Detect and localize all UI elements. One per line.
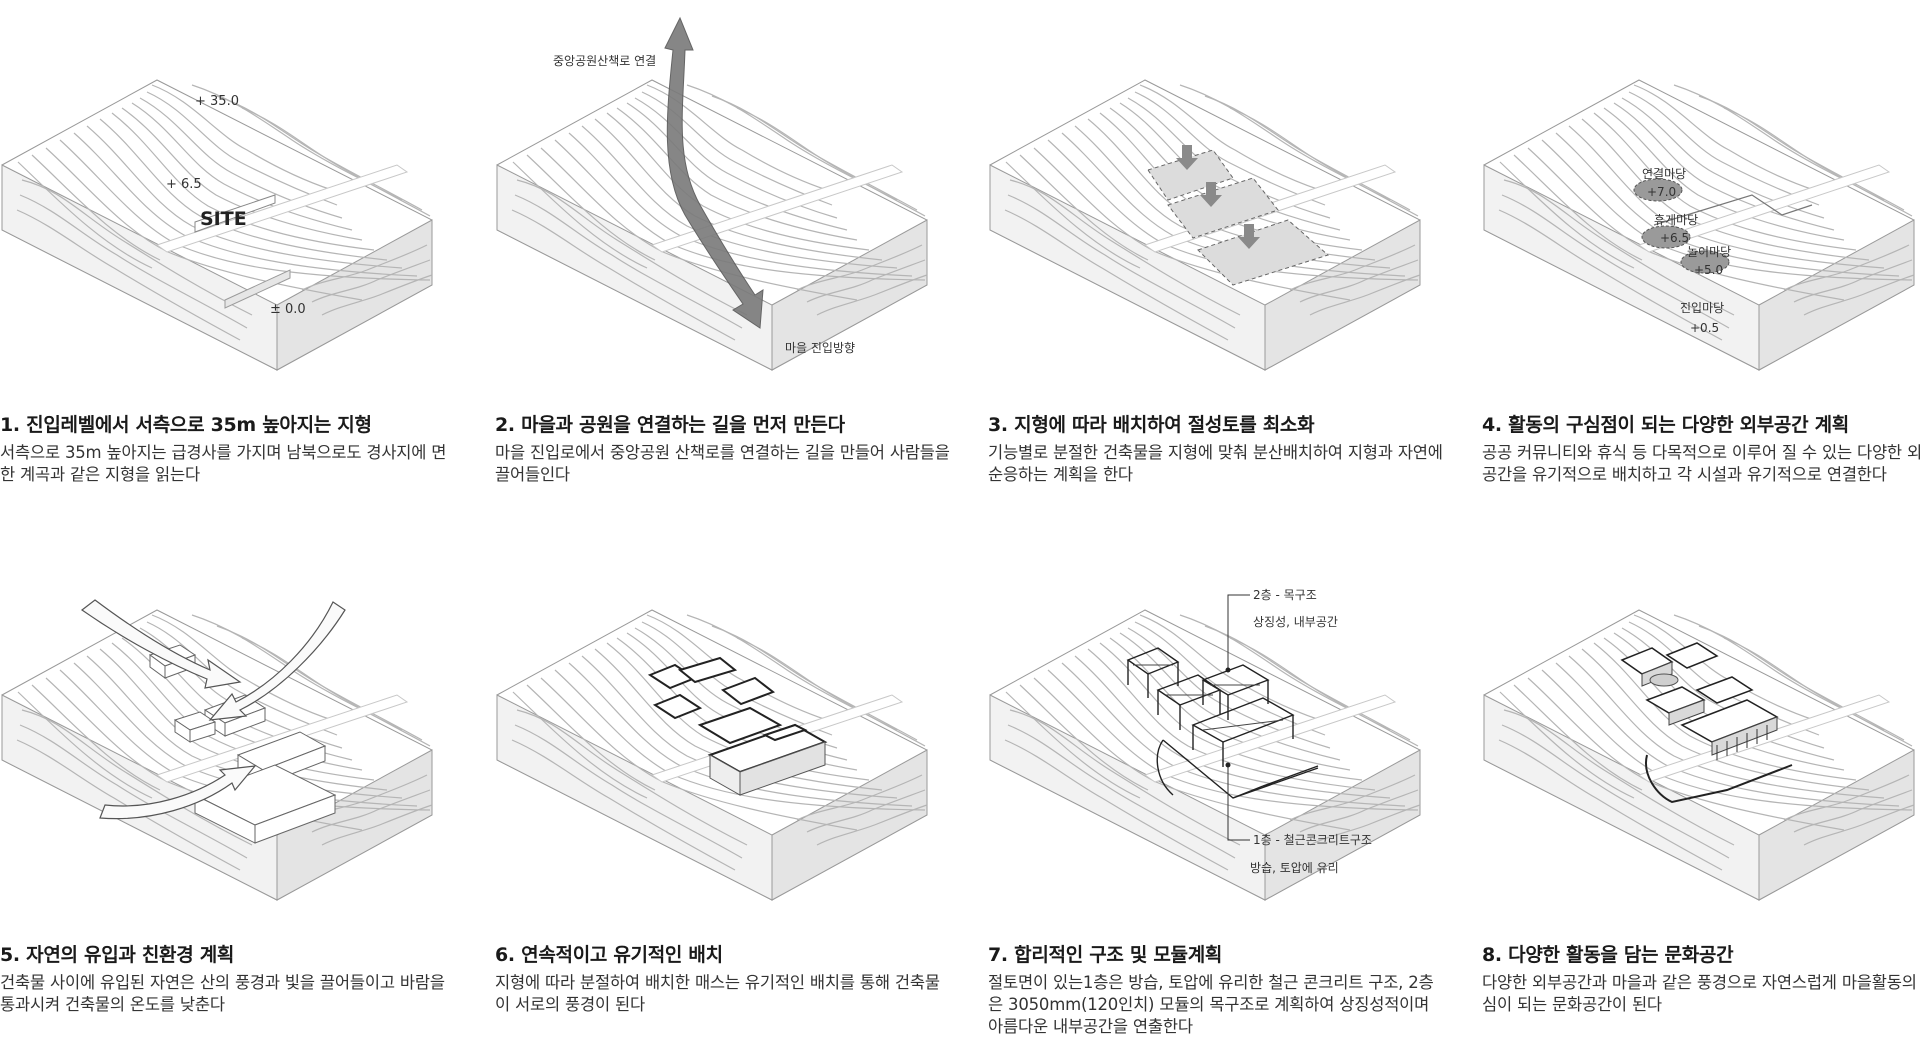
elevation-label-mid: + 6.5 (166, 177, 202, 192)
courtyard-d-elevation: +0.5 (1690, 321, 1719, 335)
lower-structure-note: 방습, 토압에 유리 (1250, 861, 1339, 875)
panel-description: 다양한 외부공간과 마을과 같은 풍경으로 자연스럽게 마을활동의 중심이 되는… (1482, 973, 1920, 1014)
courtyard-diagram: 연결마당 +7.0 휴게마당 +6.5 놀이마당 +5.0 진입마당 +0.5 (1483, 79, 1915, 371)
path-label-top: 중앙공원산책로 연결 (553, 53, 656, 68)
diagram-panel-4: 연결마당 +7.0 휴게마당 +6.5 놀이마당 +5.0 진입마당 +0.5 … (1482, 10, 1920, 530)
courtyard-c-elevation: +5.0 (1694, 263, 1723, 277)
panel-description: 마을 진입로에서 중앙공원 산책로를 연결하는 길을 만들어 사람들을 끌어들인… (495, 443, 950, 484)
panel-description: 건축물 사이에 유입된 자연은 산의 풍경과 빛을 끌어들이고 바람을 통과시켜… (0, 973, 445, 1014)
structure-diagram: 2층 - 목구조 상징성, 내부공간 1층 - 철근콘크리트구조 방습, 토압에… (989, 588, 1421, 901)
panel-description: 기능별로 분절한 건축물을 지형에 맞춰 분산배치하여 지형과 자연에 순응하는… (988, 443, 1443, 484)
courtyard-d-name: 진입마당 (1680, 301, 1724, 315)
upper-structure-note: 상징성, 내부공간 (1253, 615, 1338, 629)
panel-title: 1. 진입레벨에서 서측으로 35m 높아지는 지형 (0, 414, 372, 436)
panel-description: 서측으로 35m 높아지는 급경사를 가지며 남북으로도 경사지에 면한 계곡과… (0, 443, 447, 484)
elevation-label-high: + 35.0 (195, 94, 239, 109)
panel-title: 3. 지형에 따라 배치하여 절성토를 최소화 (988, 414, 1315, 436)
cultural-space-diagram (1483, 609, 1915, 901)
nature-flow-diagram (1, 599, 433, 901)
courtyard-b-elevation: +6.5 (1660, 231, 1689, 245)
diagram-panel-2: 중앙공원산책로 연결 마을 진입방향 2. 마을과 공원을 연결하는 길을 먼저… (495, 10, 965, 530)
diagram-panel-1: + 35.0 + 6.5 SITE ± 0.0 1. 진입레벨에서 서측으로 3… (0, 10, 470, 530)
panel-title: 8. 다양한 활동을 담는 문화공간 (1482, 944, 1734, 966)
diagram-panel-5: 5. 자연의 유입과 친환경 계획 건축물 사이에 유입된 자연은 산의 풍경과… (0, 540, 470, 1060)
diagram-panel-8: 8. 다양한 활동을 담는 문화공간 다양한 외부공간과 마을과 같은 풍경으로… (1482, 540, 1920, 1060)
panel-title: 6. 연속적이고 유기적인 배치 (495, 944, 723, 966)
terrain-diagram: + 35.0 + 6.5 SITE ± 0.0 (1, 79, 433, 371)
panel-description: 공공 커뮤니티와 휴식 등 다목적으로 이루어 질 수 있는 다양한 외부공간을… (1482, 443, 1920, 484)
site-label: SITE (200, 208, 247, 230)
elevation-label-zero: ± 0.0 (270, 302, 306, 317)
courtyard-a-name: 연결마당 (1642, 167, 1686, 181)
path-arrow-shape (664, 16, 764, 329)
path-diagram: 중앙공원산책로 연결 마을 진입방향 (496, 16, 928, 371)
mass-diagram (496, 609, 928, 901)
diagram-panel-7: 2층 - 목구조 상징성, 내부공간 1층 - 철근콘크리트구조 방습, 토압에… (988, 540, 1458, 1060)
upper-structure-label: 2층 - 목구조 (1253, 588, 1317, 602)
path-label-bottom: 마을 진입방향 (785, 341, 855, 355)
diagram-panel-3: 3. 지형에 따라 배치하여 절성토를 최소화 기능별로 분절한 건축물을 지형… (988, 10, 1458, 530)
placement-diagram (989, 79, 1421, 371)
panel-title: 4. 활동의 구심점이 되는 다양한 외부공간 계획 (1482, 414, 1849, 436)
lower-structure-label: 1층 - 철근콘크리트구조 (1253, 833, 1372, 847)
courtyard-b-name: 휴게마당 (1654, 213, 1698, 227)
courtyard-a-elevation: +7.0 (1647, 185, 1676, 199)
panel-title: 2. 마을과 공원을 연결하는 길을 먼저 만든다 (495, 414, 845, 436)
courtyard-c-name: 놀이마당 (1687, 245, 1731, 259)
diagram-panel-6: 6. 연속적이고 유기적인 배치 지형에 따라 분절하여 배치한 매스는 유기적… (495, 540, 965, 1060)
panel-description: 절토면이 있는1층은 방습, 토압에 유리한 철근 콘크리트 구조, 2층은 3… (988, 973, 1434, 1036)
panel-title: 7. 합리적인 구조 및 모듈계획 (988, 944, 1223, 966)
panel-title: 5. 자연의 유입과 친환경 계획 (0, 944, 235, 966)
panel-description: 지형에 따라 분절하여 배치한 매스는 유기적인 배치를 통해 건축물이 서로의… (495, 973, 940, 1014)
